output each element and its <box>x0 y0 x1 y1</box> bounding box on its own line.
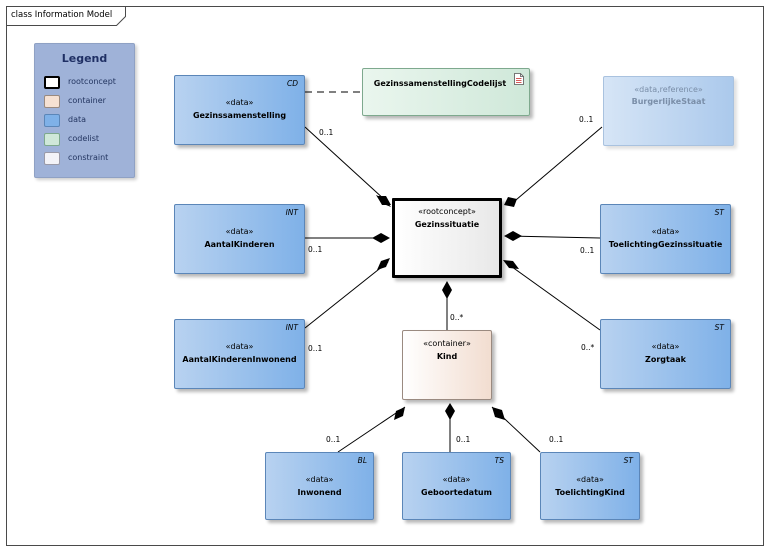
class-aantalkinderen-inwonend[interactable]: INT «data» AantalKinderenInwonend <box>174 319 305 389</box>
stereotype: «data,reference» <box>634 85 703 94</box>
stereotype: «data» <box>225 98 254 107</box>
assoc-line-zorgtaak <box>507 263 601 331</box>
legend-title: Legend <box>61 52 108 65</box>
codelist-icon <box>514 73 524 85</box>
type-tag: INT <box>285 208 298 217</box>
composition-diamond <box>394 407 405 420</box>
multiplicity-toelichtinggezinssituatie: 0..1 <box>580 246 595 255</box>
stereotype: «data» <box>651 227 680 236</box>
legend-label: codelist <box>68 134 100 143</box>
class-name: Kind <box>436 352 458 361</box>
assoc-line-gezinssamenstelling <box>304 126 386 201</box>
composition-diamond <box>503 260 519 269</box>
class-burgerlijkestaat[interactable]: «data,reference» BurgerlijkeStaat <box>603 76 734 146</box>
class-zorgtaak[interactable]: ST «data» Zorgtaak <box>600 319 731 389</box>
frame-title: class Information Model <box>11 10 113 20</box>
legend-label: constraint <box>68 153 109 162</box>
multiplicity-toelichtingkind: 0..1 <box>549 435 564 444</box>
class-name: ToelichtingGezinssituatie <box>608 240 723 249</box>
stereotype: «rootconcept» <box>418 207 476 216</box>
composition-diamond <box>492 407 505 420</box>
composition-diamond <box>445 403 455 420</box>
multiplicity-aantalkinderen-inwonend: 0..1 <box>308 344 323 353</box>
class-name: ToelichtingKind <box>555 488 625 497</box>
stereotype: «data» <box>225 342 254 351</box>
class-gezinssamenstelling[interactable]: CD «data» Gezinssamenstelling <box>174 75 305 145</box>
legend-swatch <box>44 76 60 89</box>
multiplicity-burgerlijkestaat: 0..1 <box>579 115 594 124</box>
stereotype: «data» <box>225 227 254 236</box>
assoc-line-aantalkinderen-inwonend <box>304 261 389 329</box>
legend-label: container <box>68 96 106 105</box>
assoc-line-toelichtinggezinssituatie <box>507 235 601 239</box>
composition-diamond <box>377 258 390 270</box>
multiplicity-kind: 0..* <box>450 313 464 322</box>
assoc-line-burgerlijkestaat <box>509 126 603 206</box>
class-name: AantalKinderen <box>204 240 275 249</box>
codelist-name: GezinssamenstellingCodelijst <box>373 79 507 88</box>
class-toelichtingkind[interactable]: ST «data» ToelichtingKind <box>540 452 640 520</box>
assoc-line-inwonend <box>337 406 406 453</box>
class-inwonend[interactable]: BL «data» Inwonend <box>265 452 374 520</box>
class-name: Geboortedatum <box>421 488 492 497</box>
composition-diamond <box>442 281 452 299</box>
multiplicity-zorgtaak: 0..* <box>581 343 595 352</box>
multiplicity-geboortedatum: 0..1 <box>456 435 471 444</box>
legend-swatch <box>44 152 60 165</box>
legend: Legend rootconcept container data codeli… <box>34 43 135 178</box>
stereotype: «data» <box>576 475 604 484</box>
container-kind[interactable]: «container» Kind <box>402 330 492 400</box>
legend-swatch <box>44 114 60 127</box>
stereotype: «container» <box>423 339 471 348</box>
type-tag: ST <box>714 208 724 217</box>
type-tag: INT <box>285 323 298 332</box>
multiplicity-aantalkinderen: 0..1 <box>308 245 323 254</box>
stereotype: «data» <box>651 342 680 351</box>
multiplicity-inwonend: 0..1 <box>326 435 341 444</box>
class-geboortedatum[interactable]: TS «data» Geboortedatum <box>402 452 511 520</box>
class-aantalkinderen[interactable]: INT «data» AantalKinderen <box>174 204 305 274</box>
composition-diamond <box>504 231 522 241</box>
legend-swatch <box>44 133 60 146</box>
type-tag: TS <box>494 456 504 465</box>
type-tag: ST <box>623 456 633 465</box>
multiplicity-gezinssamenstelling: 0..1 <box>319 128 334 137</box>
class-toelichtinggezinssituatie[interactable]: ST «data» ToelichtingGezinssituatie <box>600 204 731 274</box>
composition-diamond <box>376 195 391 207</box>
class-name: BurgerlijkeStaat <box>631 97 706 106</box>
codelist-gezinssamenstellingcodelijst[interactable]: GezinssamenstellingCodelijst <box>362 68 530 116</box>
rootconcept-gezinssituatie[interactable]: «rootconcept» Gezinssituatie <box>392 198 502 278</box>
type-tag: CD <box>286 79 298 88</box>
legend-label: rootconcept <box>68 77 116 86</box>
class-name: Zorgtaak <box>645 355 686 364</box>
class-name: Gezinssituatie <box>414 220 480 229</box>
class-name: Inwonend <box>297 488 342 497</box>
frame-title-tab <box>6 6 126 26</box>
composition-diamond <box>504 197 517 207</box>
composition-diamond <box>372 233 390 243</box>
type-tag: ST <box>714 323 724 332</box>
stereotype: «data» <box>305 475 334 484</box>
legend-label: data <box>68 115 87 124</box>
legend-swatch <box>44 95 60 108</box>
class-name: AantalKinderenInwonend <box>182 355 297 364</box>
class-name: Gezinssamenstelling <box>192 111 287 120</box>
stereotype: «data» <box>442 475 471 484</box>
type-tag: BL <box>357 456 367 465</box>
